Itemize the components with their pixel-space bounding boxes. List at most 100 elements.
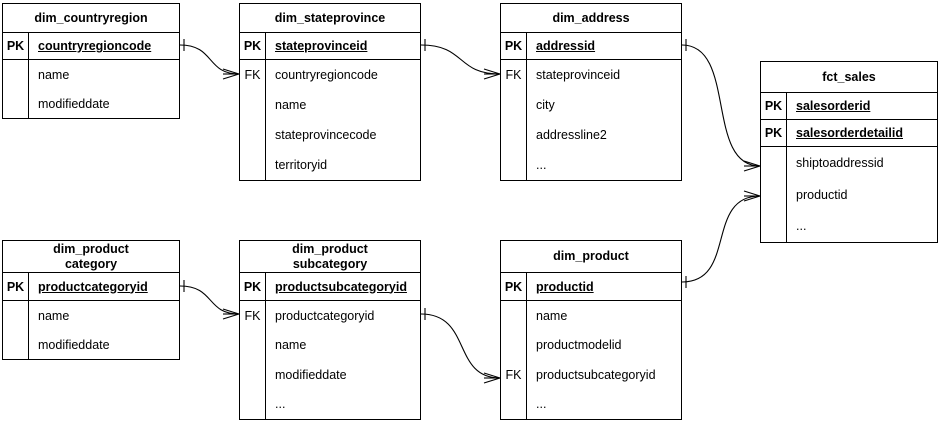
key-cell-empty <box>761 178 787 211</box>
attribute-row[interactable]: modifieddate <box>3 89 179 118</box>
attribute-row[interactable]: name <box>3 301 179 330</box>
attribute-row[interactable]: territoryid <box>240 150 420 180</box>
attribute-name: stateprovinceid <box>536 68 621 82</box>
primary-key-badge: PK <box>501 33 527 59</box>
attribute-group: name modifieddate <box>3 301 179 359</box>
attribute-row[interactable]: modifieddate <box>240 360 420 390</box>
relationship-line <box>179 285 240 315</box>
attribute-row[interactable]: addressline2 <box>501 120 681 150</box>
key-cell-empty <box>501 120 527 150</box>
relationship-line <box>179 44 240 75</box>
attribute-row[interactable]: name <box>240 90 420 120</box>
primary-key-badge: PK <box>240 273 266 300</box>
attribute-row[interactable]: shiptoaddressid <box>761 147 937 179</box>
attribute-row[interactable]: name <box>501 301 681 331</box>
attribute-row[interactable]: PK stateprovinceid <box>240 33 420 60</box>
relationship-stateprovince-to-address <box>420 39 501 80</box>
attribute-name: productsubcategoryid <box>536 367 656 382</box>
primary-key-badge: PK <box>761 120 787 146</box>
relationship-line <box>681 44 761 167</box>
key-cell-empty <box>240 330 266 360</box>
attribute-row[interactable]: ... <box>761 210 937 243</box>
cardinality-many-marker <box>483 372 501 379</box>
attribute-name: countryregioncode <box>38 39 152 53</box>
cardinality-many-marker <box>483 68 501 75</box>
key-cell-empty <box>240 360 266 390</box>
attribute-group: shiptoaddressid productid... <box>761 147 937 243</box>
key-cell-empty <box>3 301 29 330</box>
entity-title: dim_product subcategory <box>240 241 420 273</box>
attribute-row[interactable]: productid <box>761 178 937 211</box>
attribute-row[interactable]: name <box>240 330 420 360</box>
relationship-line <box>420 313 501 379</box>
attribute-name: stateprovinceid <box>275 39 368 53</box>
attribute-name: modifieddate <box>38 337 110 352</box>
attribute-name: productmodelid <box>536 338 622 353</box>
attribute-row[interactable]: name <box>3 60 179 89</box>
attribute-row[interactable]: productmodelid <box>501 330 681 360</box>
attribute-name: ... <box>796 219 807 234</box>
foreign-key-badge: FK <box>240 301 266 331</box>
attribute-row[interactable]: ... <box>501 389 681 419</box>
entity-title: dim_address <box>501 4 681 33</box>
attribute-name: addressline2 <box>536 128 607 142</box>
attribute-row[interactable]: city <box>501 90 681 120</box>
attribute-row[interactable]: PK countryregioncode <box>3 33 179 60</box>
primary-key-badge: PK <box>240 33 266 59</box>
foreign-key-badge: FK <box>240 60 266 90</box>
relationship-productcategory-to-subcategory <box>179 280 240 320</box>
key-cell-empty <box>240 150 266 180</box>
primary-key-badge: PK <box>3 33 29 59</box>
attribute-row[interactable]: ... <box>240 389 420 419</box>
key-cell-empty <box>761 210 787 243</box>
attribute-row[interactable]: stateprovincecode <box>240 120 420 150</box>
attribute-row[interactable]: PK salesorderdetailid <box>761 120 937 147</box>
cardinality-many-marker <box>743 160 761 167</box>
attribute-name: shiptoaddressid <box>796 155 884 170</box>
key-cell-empty <box>240 90 266 120</box>
attribute-name: territoryid <box>275 158 328 172</box>
entity-title: dim_product category <box>3 241 179 273</box>
attribute-row[interactable]: PK addressid <box>501 33 681 60</box>
key-cell-empty <box>501 301 527 331</box>
cardinality-many-marker <box>222 313 240 320</box>
key-cell-empty <box>501 90 527 120</box>
attribute-name: productcategoryid <box>38 279 148 294</box>
attribute-row[interactable]: modifieddate <box>3 330 179 359</box>
attribute-name: salesorderdetailid <box>796 126 903 140</box>
attribute-name: city <box>536 98 555 112</box>
attribute-name: productid <box>796 187 848 202</box>
relationship-line <box>420 44 501 75</box>
key-cell-empty <box>3 60 29 89</box>
attribute-name: ... <box>536 397 547 412</box>
key-cell-empty <box>501 330 527 360</box>
key-cell-empty <box>240 389 266 419</box>
attribute-name: addressid <box>536 39 596 53</box>
attribute-name: modifieddate <box>275 367 347 382</box>
attribute-name: stateprovincecode <box>275 128 377 142</box>
attribute-row[interactable]: ... <box>501 150 681 180</box>
entity-title: dim_stateprovince <box>240 4 420 33</box>
relationship-product-to-fctsales <box>681 190 761 288</box>
key-cell-empty <box>761 147 787 179</box>
